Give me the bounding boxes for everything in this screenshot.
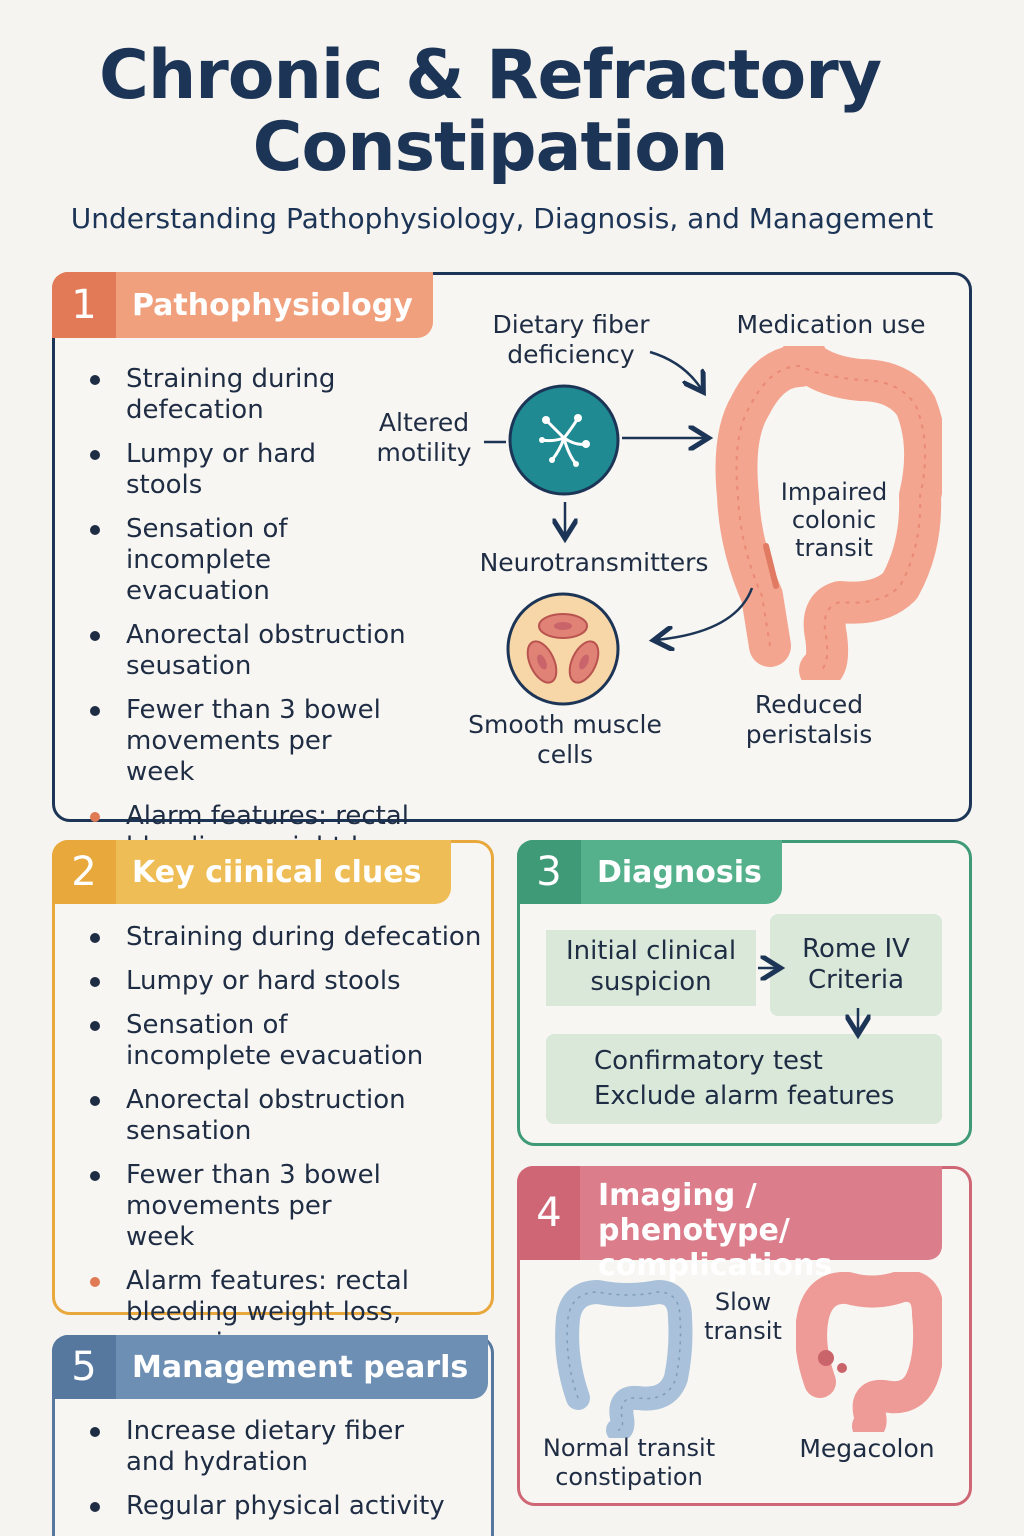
label-slow-transit: Slow transit [704,1288,782,1345]
page-subtitle: Understanding Pathophysiology, Diagnosis… [70,202,934,235]
section-5-number: 5 [52,1335,116,1399]
diagnosis-step-confirmatory: Confirmatory test Exclude alarm features [546,1034,942,1124]
list-item: Sensation of incomplete evacuation [86,1010,436,1072]
list-item: Lumpy or hard stools [86,439,326,501]
label-smooth-muscle-cells: Smooth muscle cells [468,710,662,769]
neuron-icon [508,384,620,496]
label-impaired-colonic-transit: Impaired colonic transit [780,478,888,562]
section-3-header: 3 Diagnosis [517,840,782,904]
section-3-number: 3 [517,840,581,904]
label-dietary-fiber: Dietary fiber deficiency [492,310,650,369]
section-5-title: Management pearls [132,1349,469,1385]
label-altered-motility: Altered motility [376,408,472,467]
list-item: Fewer than 3 bowel movements per week [86,1160,406,1253]
megacolon-icon [796,1272,942,1432]
pathway-arrows [484,350,754,670]
normal-colon-icon [555,1280,693,1438]
section-4-number: 4 [517,1166,581,1260]
list-item: Sensation of incomplete evacuation [86,514,416,607]
clinical-clues-bullets: Straining during defecation Lumpy or har… [86,922,484,1372]
list-item: Regular physical activity [86,1491,484,1522]
section-5-header: 5 Management pearls [52,1335,489,1399]
section-1-header: 1 Pathophysiology [52,272,433,338]
colon-icon [715,346,942,680]
page-title: Chronic & Refractory Constipation [98,36,882,187]
list-item: Straining during defecation [86,922,484,953]
section-key-clinical-clues [52,840,494,1315]
section-3-title: Diagnosis [597,854,762,890]
label-reduced-peristalsis: Reduced peristalsis [745,690,873,749]
diagnosis-step-initial-suspicion: Initial clinical suspicion [546,930,756,1006]
list-item: Fewer than 3 bowel movements per week [86,695,406,788]
list-item: Increase dietary fiber and hydration [86,1416,436,1478]
list-item: Lumpy or hard stools [86,966,484,997]
section-1-number: 1 [52,272,116,338]
label-medication-use: Medication use [736,310,926,339]
section-2-number: 2 [52,840,116,904]
label-neurotransmitters: Neurotransmitters [479,548,709,577]
diagnosis-arrows [758,950,874,1040]
list-item: Anorectal obstruction sensation [86,1085,416,1147]
section-1-title: Pathophysiology [132,287,413,323]
smooth-muscle-cells-icon [506,592,620,706]
label-megacolon: Megacolon [799,1434,935,1463]
management-bullets: Increase dietary fiber and hydration Reg… [86,1416,484,1535]
diagnosis-step-rome-iv: Rome IV Criteria [770,914,942,1016]
section-2-header: 2 Key ciinical clues [52,840,452,904]
list-item: Anorectal obstruction seusation [86,620,406,682]
section-2-title: Key ciinical clues [132,854,422,890]
section-4-title: Imaging / phenotype/ complications [580,1166,942,1283]
label-normal-transit: Normal transit constipation [542,1434,716,1491]
list-item: Straining during defecation [86,364,346,426]
